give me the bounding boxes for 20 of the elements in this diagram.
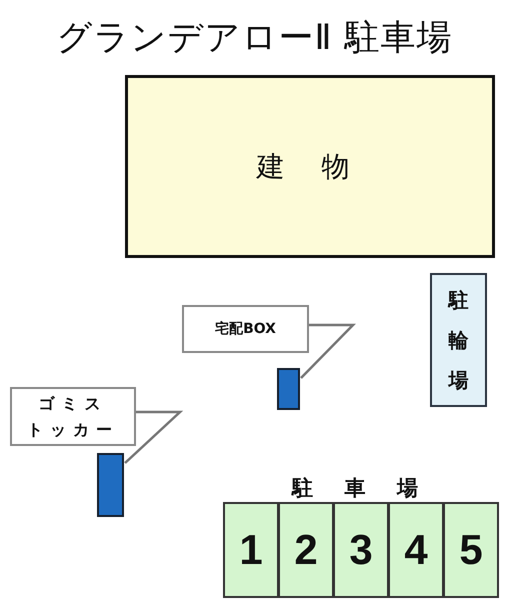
bicycle-parking-area [430, 273, 487, 407]
leader-line [124, 410, 184, 464]
parking-heading: 駐 車 場 [290, 475, 431, 502]
delivery-box-marker [277, 368, 300, 410]
parking-lot [223, 474, 499, 598]
parking-space: 3 [333, 502, 389, 598]
callout-box [182, 305, 309, 353]
parking-space: 2 [278, 502, 334, 598]
callout-label: 宅配BOX [215, 320, 276, 338]
leader-line [300, 324, 356, 379]
parking-space: 1 [223, 502, 279, 598]
garbage-stocker-marker [97, 453, 124, 517]
callout-box [10, 387, 136, 446]
area-label: 駐輪場 [448, 287, 470, 394]
parking-space: 4 [388, 502, 444, 598]
callout-label: ゴミストッカー [26, 392, 120, 440]
parking-space: 5 [443, 502, 499, 598]
building-label: 建 物 [256, 148, 364, 184]
page-title: グランデアローⅡ 駐車場 [55, 17, 454, 60]
building-area [125, 75, 495, 258]
